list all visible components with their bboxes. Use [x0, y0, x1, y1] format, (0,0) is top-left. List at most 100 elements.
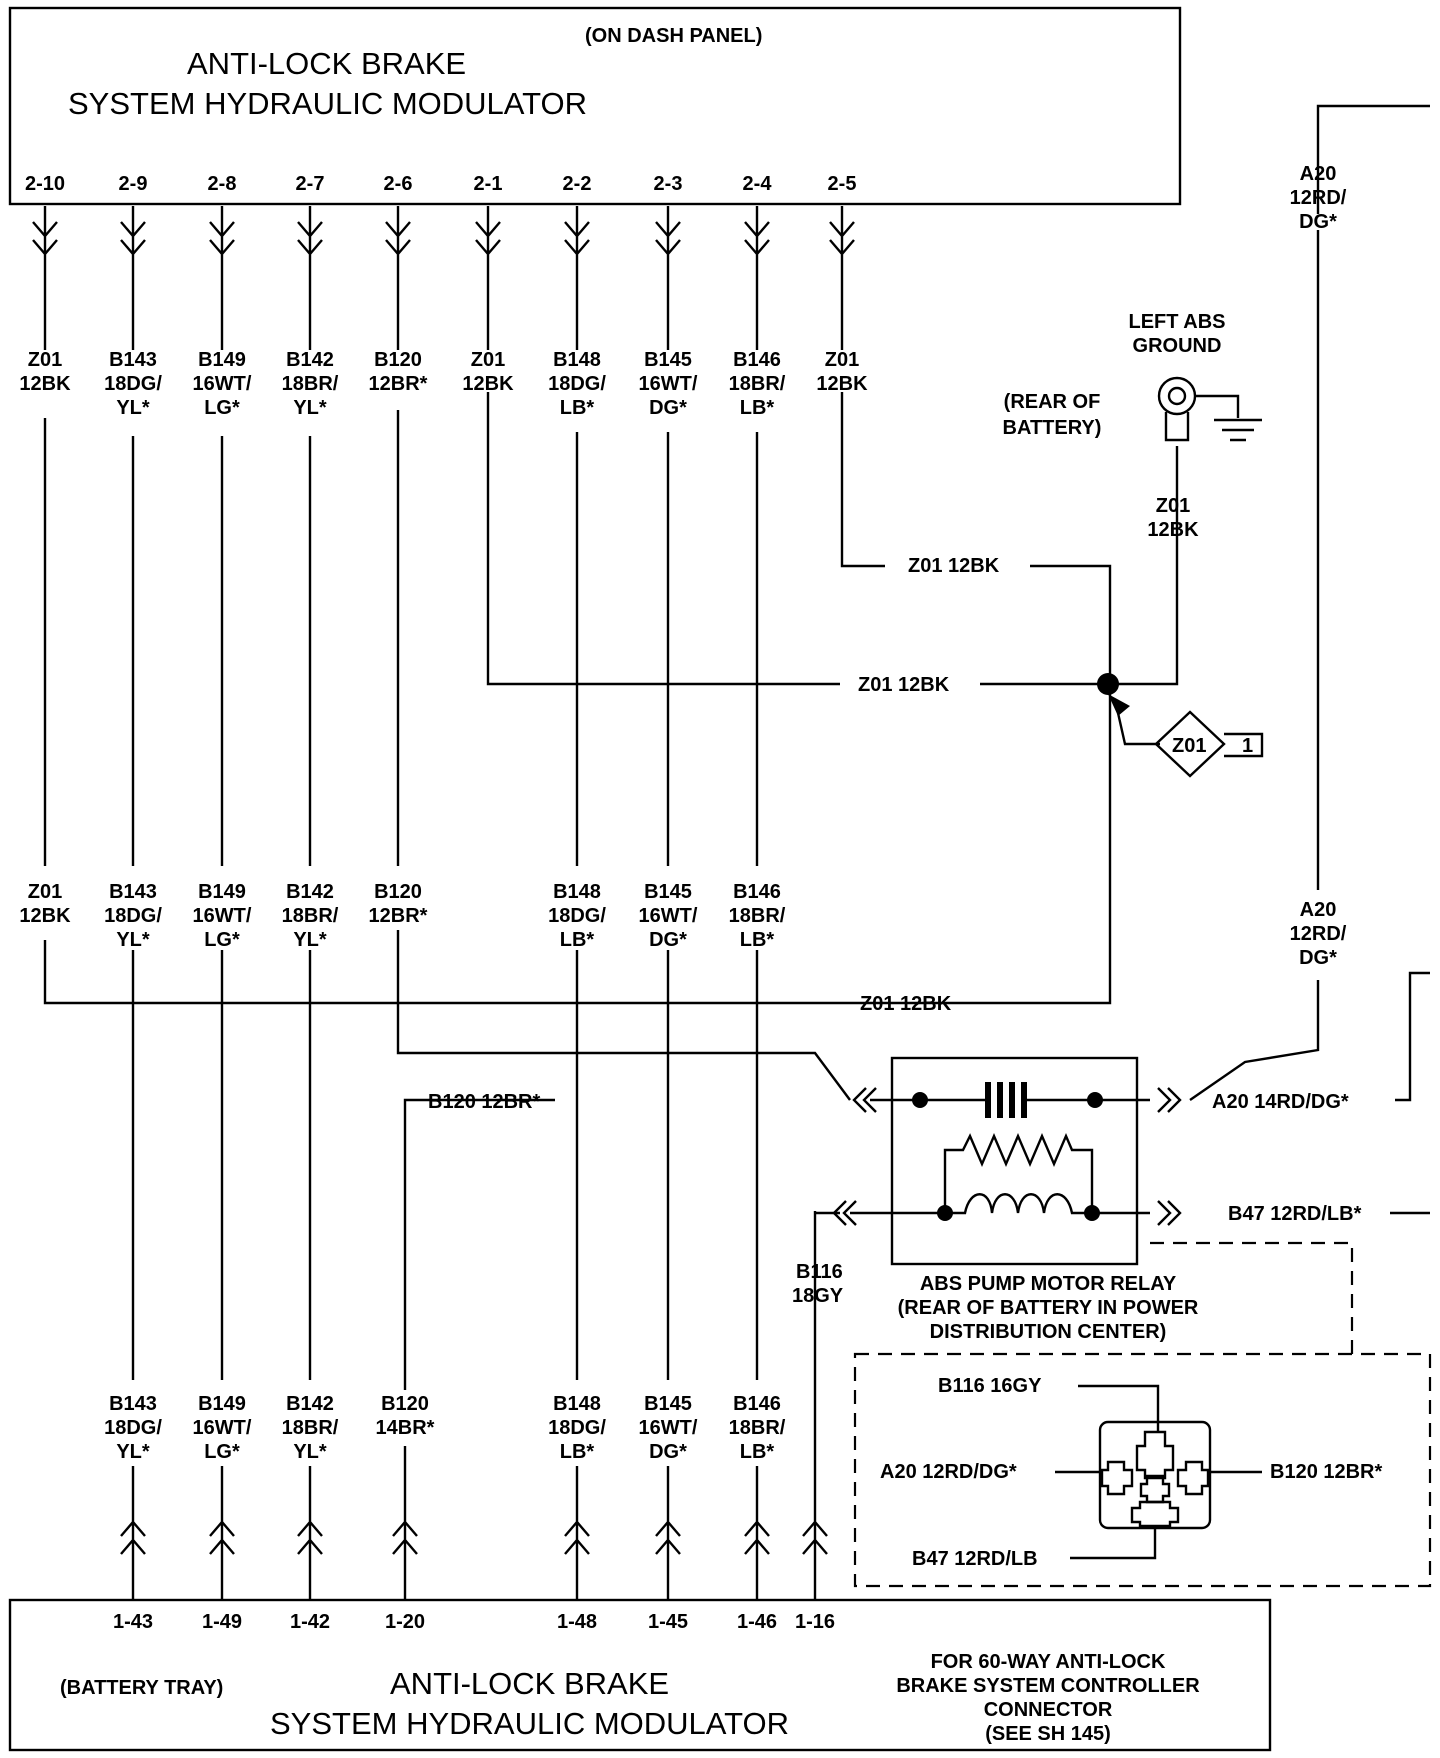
- inline-connector-icon: [564, 1512, 590, 1600]
- connector-view-leader: [1150, 1241, 1354, 1354]
- a20-labels: A20 12RD/ DG* A20 12RD/ DG*: [1290, 163, 1347, 969]
- inline-connector-icon: [120, 1512, 146, 1600]
- a20-mid-line3: DG*: [1299, 947, 1337, 969]
- relay-terminal-3: [937, 1205, 953, 1221]
- wire-label-line: 14BR*: [376, 1417, 435, 1439]
- bottom-pin-label: 1-16: [795, 1611, 835, 1633]
- top-pin-label: 2-6: [384, 173, 413, 195]
- inline-connector-icon: [655, 1512, 681, 1600]
- wire-b120-to-relay: [396, 930, 851, 1101]
- inline-connector-icon: [120, 206, 146, 262]
- wire-z01-splice-ground: [980, 446, 1179, 686]
- relay-wire-b116-line2: 18GY: [792, 1285, 844, 1307]
- ground-terminal: [1164, 412, 1190, 442]
- top-pin-label: 2-5: [828, 173, 857, 195]
- wire-label-line: LG*: [204, 397, 240, 419]
- relay-name-line1: ABS PUMP MOTOR RELAY: [920, 1273, 1177, 1295]
- splice-dot: [1097, 673, 1119, 695]
- a20-feed: [1189, 104, 1430, 1215]
- wire-label-line: LB*: [740, 1441, 775, 1463]
- wire-label-line: LB*: [560, 397, 595, 419]
- splice-wire-a: Z01 12BK: [908, 555, 1000, 577]
- a20-top-line1: A20: [1300, 163, 1337, 185]
- wire-label-line: 18DG/: [104, 1417, 162, 1439]
- top-pin-label: 2-7: [296, 173, 325, 195]
- wire-label-line: B143: [109, 349, 157, 371]
- relay-terminal-4: [1084, 1205, 1100, 1221]
- splice-ref-leader: [1114, 703, 1160, 746]
- top-modulator-title-line1: ANTI-LOCK BRAKE: [187, 46, 466, 81]
- top-pin-label: 2-9: [119, 173, 148, 195]
- wire-label-line: 16WT/: [639, 905, 698, 927]
- wire-b120-relay-return: [403, 1098, 555, 1390]
- top-pin-label: 2-4: [743, 173, 773, 195]
- connector-cavity-bottom: [1130, 1500, 1180, 1528]
- relay-box: [890, 1056, 1139, 1266]
- note-line-4: (SEE SH 145): [985, 1723, 1111, 1745]
- wire-label-line: Z01: [28, 349, 62, 371]
- relay-connector-icon: [1157, 1200, 1182, 1226]
- wire-label-line: B145: [644, 349, 692, 371]
- relay-resistor: [943, 1132, 1094, 1213]
- inline-connector-icon: [297, 1512, 323, 1600]
- splice-ref-code: Z01: [1172, 735, 1206, 757]
- wire-label-line: YL*: [293, 929, 327, 951]
- relay-terminal-1: [912, 1092, 928, 1108]
- wire-label-line: Z01: [28, 881, 62, 903]
- wire-label-line: LG*: [204, 1441, 240, 1463]
- splice-ref-number: 1: [1242, 735, 1253, 757]
- connector-cavity-left: [1100, 1460, 1134, 1496]
- wire-label-line: YL*: [116, 929, 150, 951]
- wire-label-line: LB*: [740, 929, 775, 951]
- wire-label-line: 18BR/: [729, 905, 786, 927]
- connector-wire-a20: A20 12RD/DG*: [880, 1461, 1017, 1483]
- connector-cavity-right: [1176, 1460, 1210, 1496]
- wire-a20-right: [1395, 971, 1430, 1102]
- wire-label-line: 16WT/: [639, 373, 698, 395]
- wire-label-line: LB*: [560, 1441, 595, 1463]
- wire-label-line: 12BK: [462, 373, 514, 395]
- top-pin-label: 2-1: [474, 173, 503, 195]
- wire-label-line: 12BK: [19, 373, 71, 395]
- bottom-modulator: (BATTERY TRAY) ANTI-LOCK BRAKE SYSTEM HY…: [8, 1598, 1272, 1752]
- wire-z01-c-run: [840, 392, 885, 568]
- ground-eyelet: [1157, 376, 1197, 416]
- bottom-pin-label: 1-49: [202, 1611, 242, 1633]
- connector-view-frame: [853, 1352, 1432, 1588]
- wire-label-line: 18BR/: [282, 1417, 339, 1439]
- bottom-modulator-title-line1: ANTI-LOCK BRAKE: [390, 1666, 669, 1701]
- splice-wire-b: Z01 12BK: [858, 674, 950, 696]
- wire-label-line: B149: [198, 881, 246, 903]
- wire-label-line: 16WT/: [193, 905, 252, 927]
- relay-terminal-2: [1087, 1092, 1103, 1108]
- top-pin-label: 2-10: [25, 173, 65, 195]
- wire-label-line: 18DG/: [548, 905, 606, 927]
- ground-splice: Z01 1: [1097, 376, 1264, 778]
- top-modulator-title-line2: SYSTEM HYDRAULIC MODULATOR: [68, 86, 587, 121]
- connector-symbols: [32, 206, 1182, 1600]
- wire-label-line: Z01: [825, 349, 859, 371]
- wire-label-line: B120: [374, 881, 422, 903]
- wire-z01-c-to-splice: [1030, 564, 1112, 682]
- ground-labels: LEFT ABS GROUND (REAR OF BATTERY) Z01 12…: [1003, 311, 1226, 541]
- wire-label-line: 18BR/: [729, 373, 786, 395]
- wire-label-line: YL*: [116, 1441, 150, 1463]
- splice-ref-arrow: [1108, 694, 1130, 716]
- wire-label-line: LB*: [560, 929, 595, 951]
- note-line-2: BRAKE SYSTEM CONTROLLER: [896, 1675, 1200, 1697]
- top-pin-label: 2-3: [654, 173, 683, 195]
